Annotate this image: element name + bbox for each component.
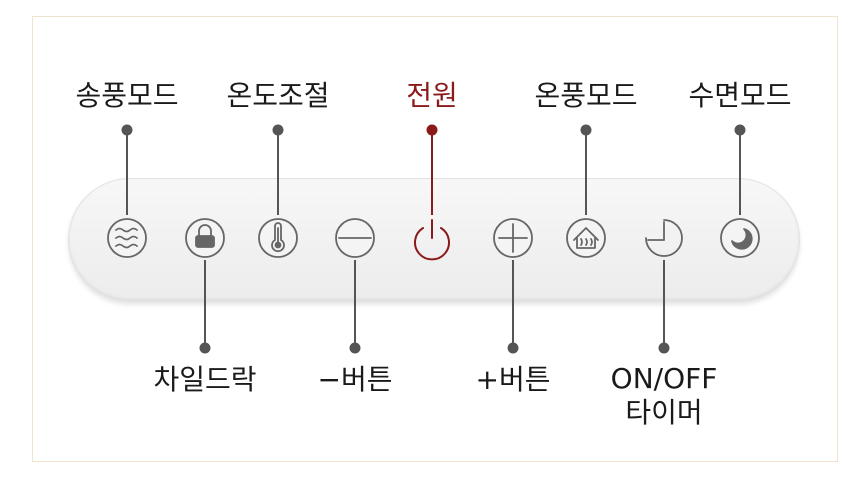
label-power: 전원 (406, 79, 458, 112)
label-child-lock: 차일드락 (153, 363, 257, 396)
wind-icon[interactable] (107, 218, 147, 258)
label-plus-button: +버튼 (475, 363, 551, 396)
moon-icon[interactable] (720, 218, 760, 258)
timer-icon[interactable] (645, 219, 683, 257)
leader-dot-heat-mode (580, 124, 592, 136)
leader-dot-timer (658, 342, 670, 354)
power-icon[interactable] (414, 219, 450, 261)
label-sleep-mode: 수면모드 (688, 79, 792, 112)
label-timer-line2: 타이머 (625, 396, 703, 429)
thermometer-icon[interactable] (258, 218, 298, 258)
leader-dot-child-lock (199, 342, 211, 354)
leader-dot-sleep-mode (734, 124, 746, 136)
leader-dot-power (426, 124, 438, 136)
plus-icon[interactable] (493, 218, 533, 258)
minus-icon[interactable] (335, 218, 375, 258)
label-temp-control: 온도조절 (226, 79, 330, 112)
leader-dot-minus-button (349, 342, 361, 354)
label-timer-line1: ON/OFF (610, 362, 718, 395)
lock-icon[interactable] (185, 218, 225, 258)
label-fan-mode: 송풍모드 (75, 79, 179, 112)
heat-home-icon[interactable] (566, 218, 606, 258)
label-heat-mode: 온풍모드 (534, 79, 638, 112)
leader-dot-plus-button (507, 342, 519, 354)
leader-dot-temp-control (272, 124, 284, 136)
label-minus-button: −버튼 (317, 363, 393, 396)
leader-dot-fan-mode (121, 124, 133, 136)
